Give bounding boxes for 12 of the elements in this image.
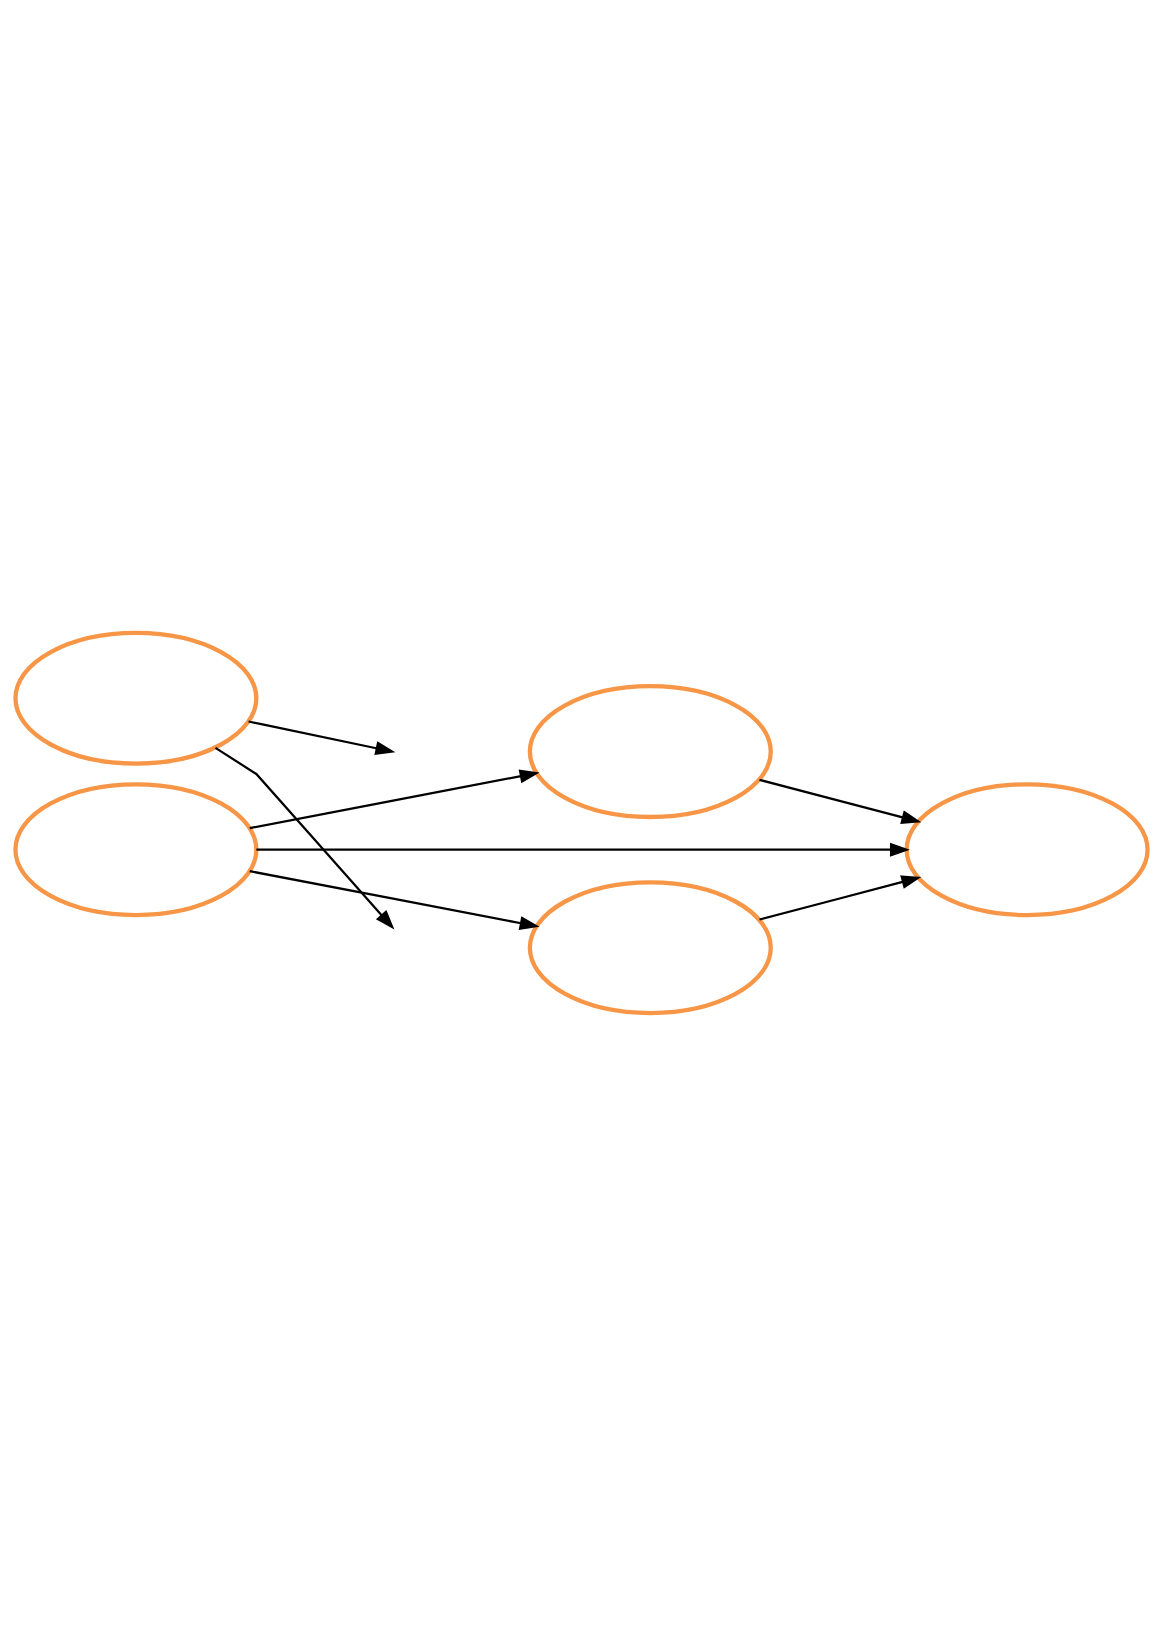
node-ellipse — [527, 879, 773, 1015]
arrow — [256, 842, 910, 857]
node-ellipse — [527, 683, 773, 819]
arrow — [759, 778, 922, 824]
arrow — [248, 719, 396, 755]
arrow — [249, 768, 540, 829]
arrow — [759, 874, 922, 921]
arrow — [249, 869, 540, 930]
arrow — [214, 746, 395, 930]
node-ellipse — [13, 781, 259, 917]
node-ellipse — [904, 781, 1150, 917]
node-ellipse — [13, 630, 259, 766]
